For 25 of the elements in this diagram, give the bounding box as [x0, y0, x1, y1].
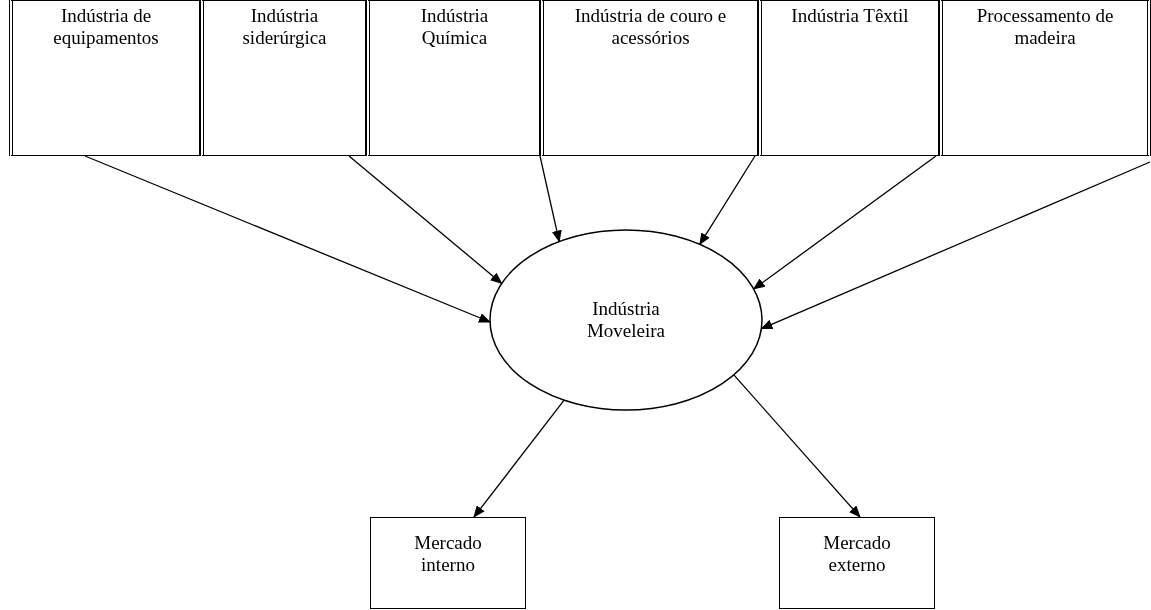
process-box: [200, 0, 369, 156]
node-label: Indústria de couro e acessórios: [573, 5, 728, 49]
node-label: Mercado externo: [822, 532, 892, 576]
process-box: [9, 0, 203, 156]
arrow: [539, 155, 562, 243]
ellipse-node: [489, 229, 763, 411]
process-box: [370, 517, 526, 609]
node-label: Processamento de madeira: [975, 5, 1115, 49]
process-box: [540, 0, 761, 156]
node-label: Indústria siderúrgica: [241, 5, 328, 49]
arrow: [733, 374, 861, 518]
arrow: [699, 155, 756, 246]
node-label: Mercado interno: [413, 532, 483, 576]
node-label: Indústria Química: [419, 5, 490, 49]
node-label: Indústria Têxtil: [791, 5, 909, 27]
process-box: [758, 0, 942, 156]
process-box: [779, 517, 935, 609]
node-label: Indústria de equipamentos: [52, 5, 160, 49]
arrow: [752, 155, 937, 290]
arrow: [348, 155, 503, 285]
process-box: [939, 0, 1151, 156]
arrow: [84, 155, 491, 323]
node-label: Indústria Moveleira: [585, 298, 667, 342]
arrow: [473, 399, 565, 518]
process-box: [366, 0, 543, 156]
